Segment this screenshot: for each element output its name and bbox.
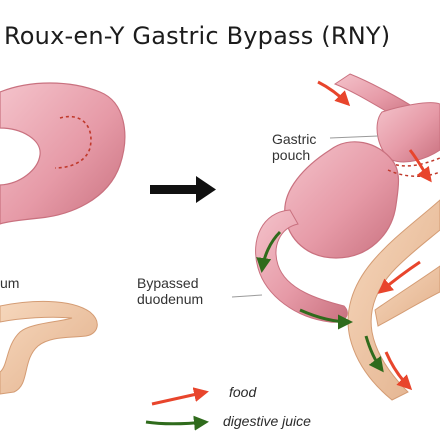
original-duodenum [0, 300, 98, 395]
juice-flow-arrows [256, 230, 384, 373]
label-bypassed-line2: duodenum [137, 291, 204, 307]
legend-juice-label: digestive juice [223, 413, 311, 429]
food-flow-arrows [317, 80, 432, 391]
legend-food-arrow [151, 387, 209, 406]
original-stomach [0, 82, 126, 225]
bypassed-stomach [284, 141, 440, 259]
legend-juice-arrow [145, 415, 209, 431]
legend-food-label: food [229, 384, 257, 400]
transition-arrow [150, 176, 216, 203]
leader-lines [231, 135, 379, 298]
diagram-title: Roux-en-Y Gastric Bypass (RNY) [4, 22, 391, 50]
label-bypassed-duodenum: Bypassed duodenum [137, 275, 203, 307]
label-gastric-line2: pouch [272, 147, 311, 163]
label-bypassed-line1: Bypassed [137, 275, 199, 291]
label-gastric-line1: Gastric [272, 131, 317, 147]
label-fragment-left: um [0, 275, 20, 291]
label-gastric-pouch: Gastric pouch [272, 131, 316, 163]
